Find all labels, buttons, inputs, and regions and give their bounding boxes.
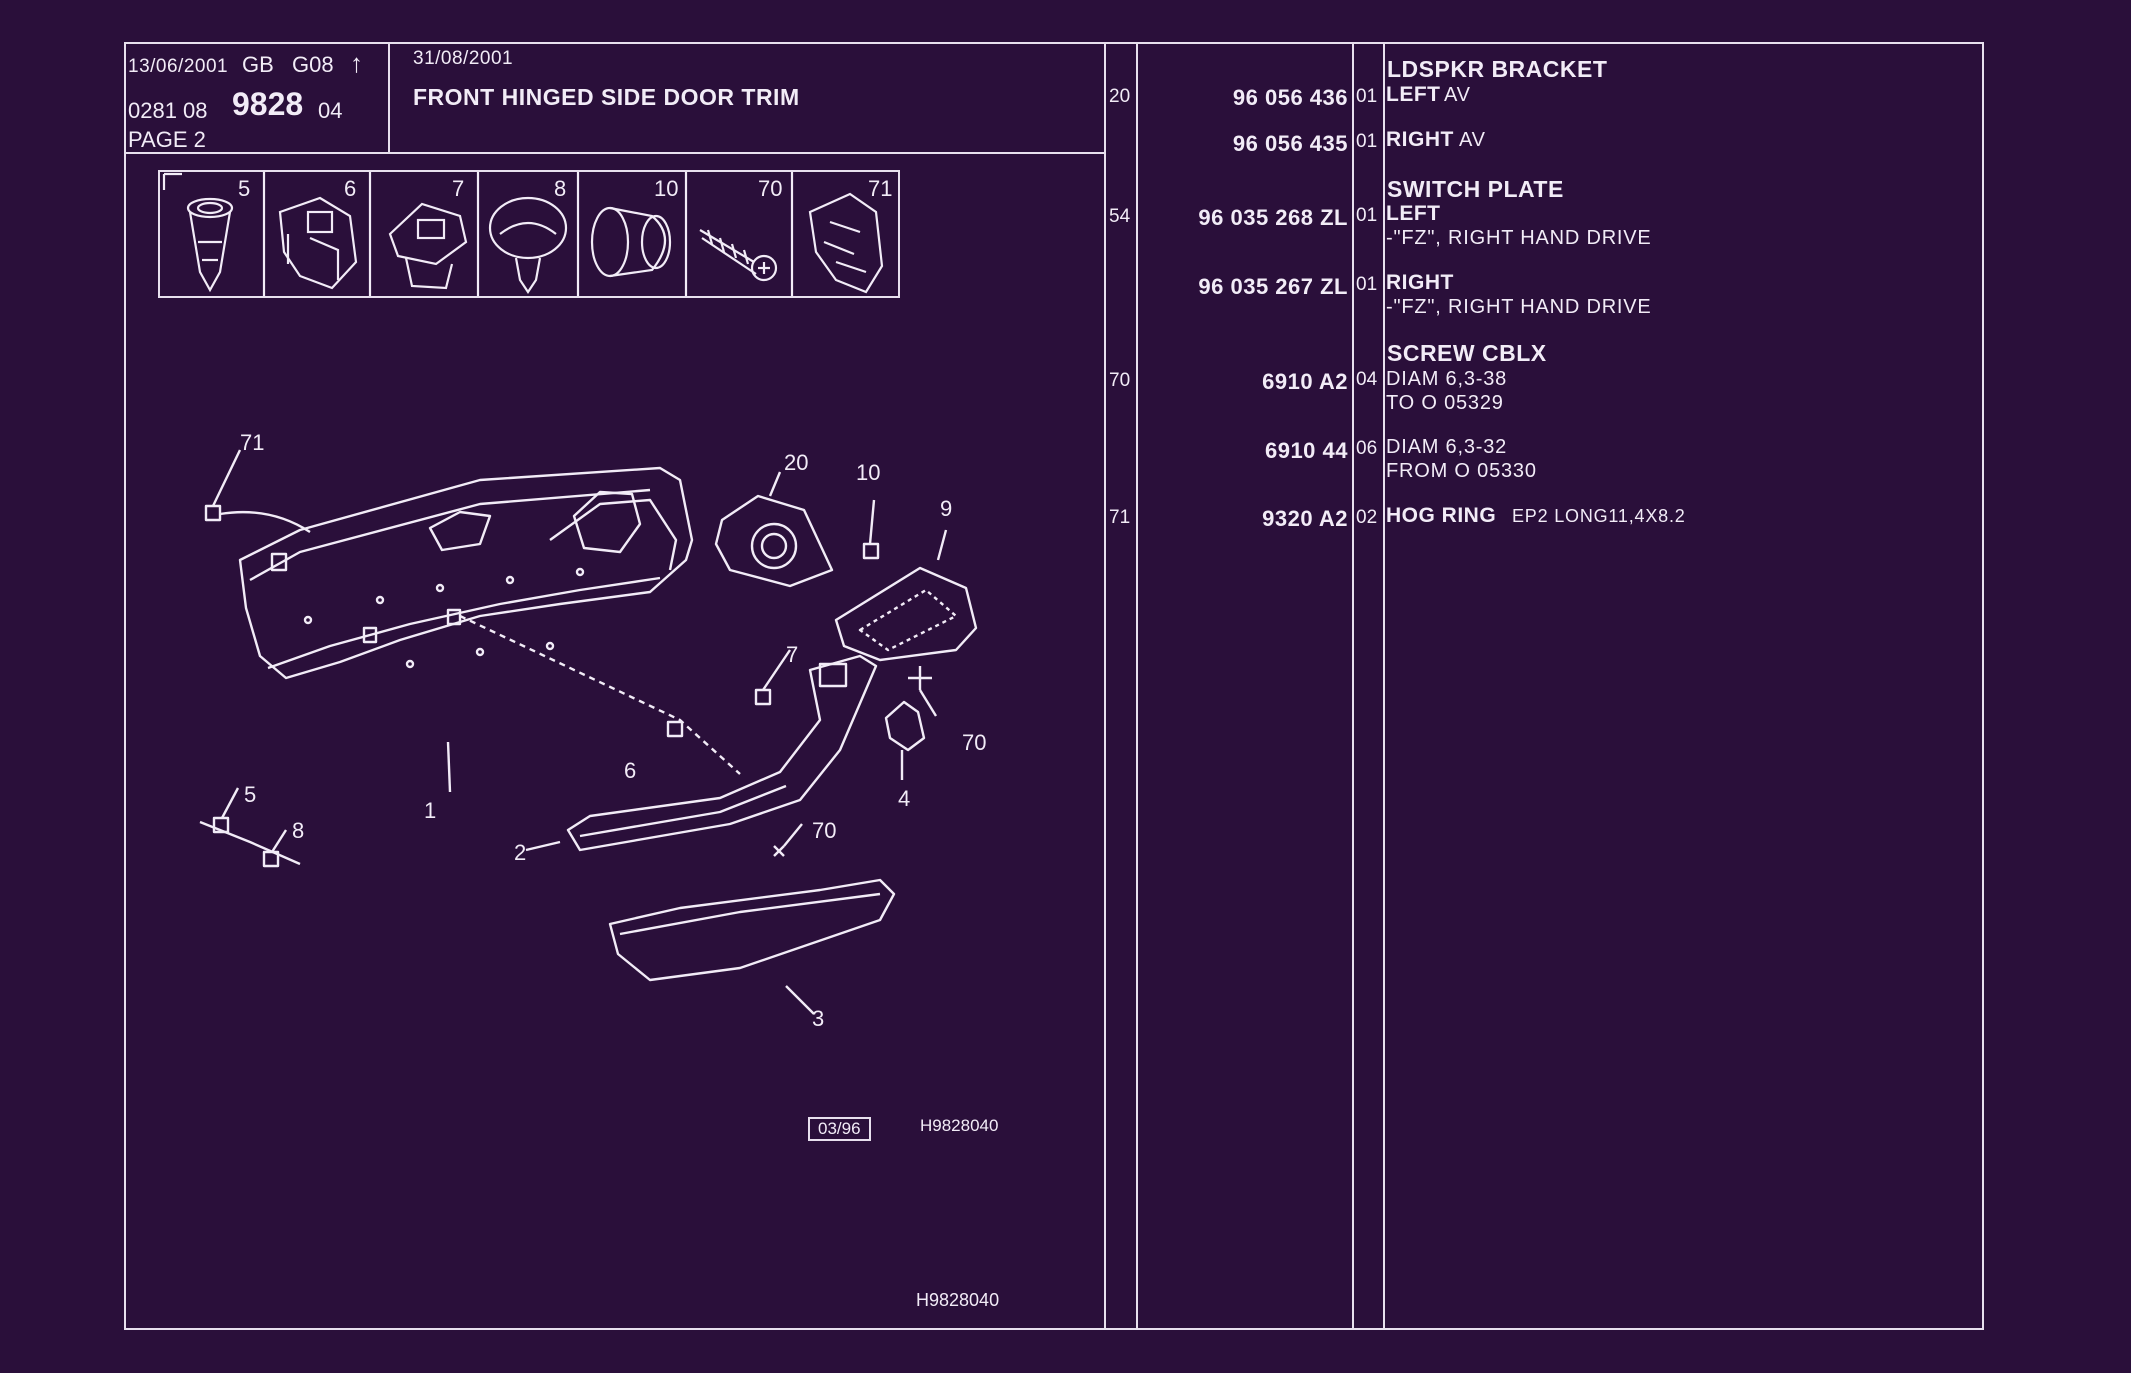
col-line-1 bbox=[1104, 42, 1106, 1330]
part-desc: DIAM 6,3-38 bbox=[1386, 368, 1508, 390]
part-ref: 70 bbox=[1109, 370, 1131, 391]
header-code-prefix: 0281 08 bbox=[128, 98, 208, 123]
callout: 8 bbox=[292, 818, 305, 843]
part-heading: SWITCH PLATE bbox=[1387, 176, 1564, 202]
part-desc: AV bbox=[1444, 84, 1471, 106]
callout: 6 bbox=[624, 758, 637, 783]
thumb-label: 7 bbox=[452, 176, 465, 201]
part-code: 01 bbox=[1356, 274, 1378, 295]
part-desc: EP2 LONG11,4X8.2 bbox=[1512, 506, 1686, 526]
part-note: -"FZ", RIGHT HAND DRIVE bbox=[1386, 227, 1652, 249]
callout: 7 bbox=[786, 642, 799, 667]
thumb-label: 70 bbox=[758, 176, 783, 201]
footer-ref: H9828040 bbox=[916, 1290, 1000, 1310]
thumb-label: 8 bbox=[554, 176, 567, 201]
part-desc: DIAM 6,3-32 bbox=[1386, 436, 1508, 458]
up-arrow-icon: ↑ bbox=[350, 48, 363, 78]
part-heading: LDSPKR BRACKET bbox=[1387, 56, 1608, 82]
part-desc-bold: RIGHT bbox=[1386, 271, 1454, 294]
header-page: PAGE 2 bbox=[128, 127, 206, 152]
thumb-label: 5 bbox=[238, 176, 251, 201]
page-frame bbox=[124, 42, 1984, 1330]
part-note: FROM O 05330 bbox=[1386, 460, 1537, 482]
part-number: 6910 A2 bbox=[1262, 369, 1348, 394]
part-code: 04 bbox=[1356, 369, 1378, 390]
part-desc-bold: LEFT bbox=[1386, 202, 1441, 225]
col-line-3 bbox=[1352, 42, 1354, 1330]
part-ref: 71 bbox=[1109, 507, 1131, 528]
part-number: 9320 A2 bbox=[1262, 506, 1348, 531]
header-group: G08 bbox=[292, 52, 334, 77]
col-line-4 bbox=[1383, 42, 1385, 1330]
header-divider bbox=[388, 42, 390, 154]
stamp-ref: H9828040 bbox=[920, 1116, 999, 1135]
callout: 5 bbox=[244, 782, 257, 807]
callout: 20 bbox=[784, 450, 809, 475]
part-number: 96 035 267 ZL bbox=[1198, 274, 1348, 299]
stamp-date: 03/96 bbox=[808, 1117, 871, 1141]
part-desc-bold: LEFT bbox=[1386, 83, 1441, 106]
part-desc-bold: RIGHT bbox=[1386, 128, 1454, 151]
part-ref: 54 bbox=[1109, 206, 1131, 227]
callout: 2 bbox=[514, 840, 527, 865]
thumb-label: 6 bbox=[344, 176, 357, 201]
part-desc: AV bbox=[1459, 129, 1486, 151]
header-date1: 13/06/2001 bbox=[128, 56, 229, 77]
header-code-suffix: 04 bbox=[318, 98, 343, 123]
callout: 3 bbox=[812, 1006, 825, 1031]
part-ref: 20 bbox=[1109, 86, 1131, 107]
callout: 4 bbox=[898, 786, 911, 811]
part-number: 96 056 435 bbox=[1232, 131, 1348, 156]
part-code: 01 bbox=[1356, 86, 1378, 107]
page-title: FRONT HINGED SIDE DOOR TRIM bbox=[413, 84, 800, 110]
part-desc-bold: HOG RING bbox=[1386, 504, 1497, 527]
part-code: 02 bbox=[1356, 507, 1378, 528]
part-note: -"FZ", RIGHT HAND DRIVE bbox=[1386, 296, 1652, 318]
thumbnail-strip: 5 6 7 8 10 70 71 bbox=[158, 170, 900, 298]
part-code: 06 bbox=[1356, 438, 1378, 459]
part-number: 96 056 436 bbox=[1232, 85, 1348, 110]
part-number: 6910 44 bbox=[1264, 438, 1348, 463]
callout: 71 bbox=[240, 430, 265, 455]
header-bottom-line bbox=[124, 152, 1104, 154]
part-code: 01 bbox=[1356, 205, 1378, 226]
callout: 9 bbox=[940, 496, 953, 521]
exploded-diagram bbox=[199, 449, 978, 1015]
thumb-label: 71 bbox=[868, 176, 893, 201]
thumbnail-art bbox=[162, 172, 884, 296]
header-code-main: 9828 bbox=[232, 86, 304, 122]
callout: 70 bbox=[962, 730, 987, 755]
part-heading: SCREW CBLX bbox=[1387, 340, 1547, 366]
header-date2: 31/08/2001 bbox=[413, 48, 514, 69]
part-number: 96 035 268 ZL bbox=[1198, 205, 1348, 230]
callout: 1 bbox=[424, 798, 437, 823]
header-lang: GB bbox=[242, 52, 274, 77]
callout: 70 bbox=[812, 818, 837, 843]
part-note: TO O 05329 bbox=[1386, 392, 1504, 414]
col-line-2 bbox=[1136, 42, 1138, 1330]
thumb-label: 10 bbox=[654, 176, 679, 201]
callout: 10 bbox=[856, 460, 881, 485]
part-code: 01 bbox=[1356, 131, 1378, 152]
